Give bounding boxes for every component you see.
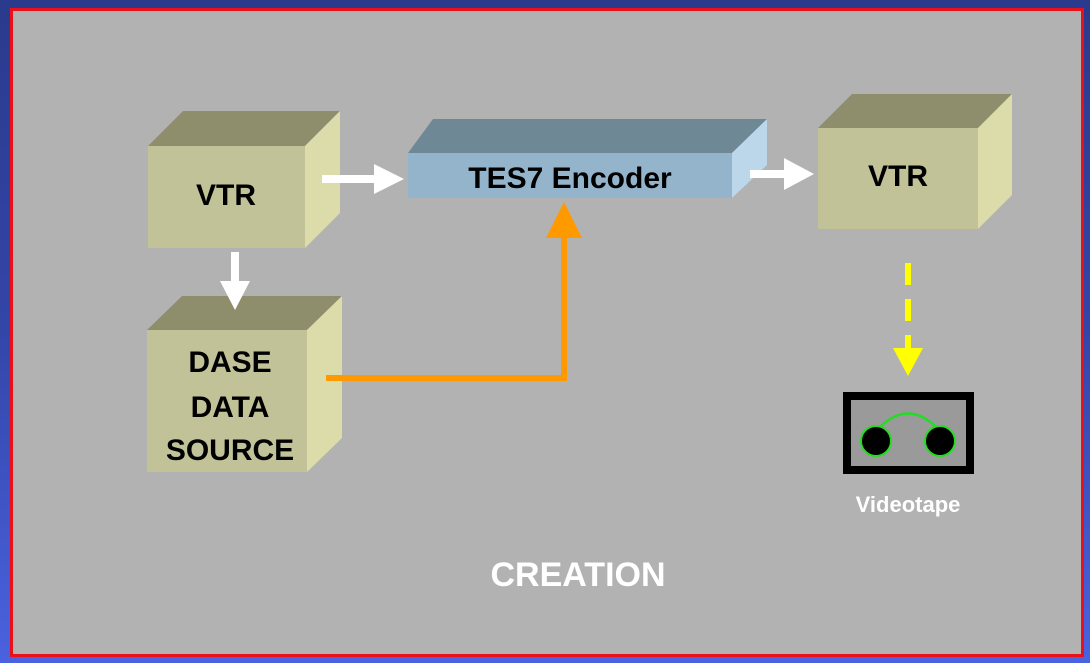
arrow-vtr-to-encoder (322, 164, 404, 194)
vtr-source-label: VTR (196, 179, 256, 212)
arrow-encoder-to-vtr (750, 158, 814, 190)
vtr-output-label: VTR (868, 160, 928, 193)
videotape-label: Videotape (856, 492, 961, 517)
dase-line-2: DATA (191, 391, 270, 424)
vtr-output-box: VTR (818, 94, 1012, 229)
videotape-icon (843, 392, 974, 474)
creation-caption: CREATION (490, 556, 665, 594)
dase-line-1: DASE (188, 346, 271, 379)
arrow-dase-to-encoder (326, 202, 582, 381)
vtr-source-box: VTR (148, 111, 340, 248)
dase-line-3: SOURCE (166, 434, 294, 467)
encoder-label: TES7 Encoder (468, 162, 672, 195)
encoder-box: TES7 Encoder (408, 119, 767, 198)
arrow-vtr-to-videotape (893, 263, 923, 376)
dase-source-box: DASE DATA SOURCE (147, 296, 342, 472)
arrow-vtr-to-dase (220, 252, 250, 310)
